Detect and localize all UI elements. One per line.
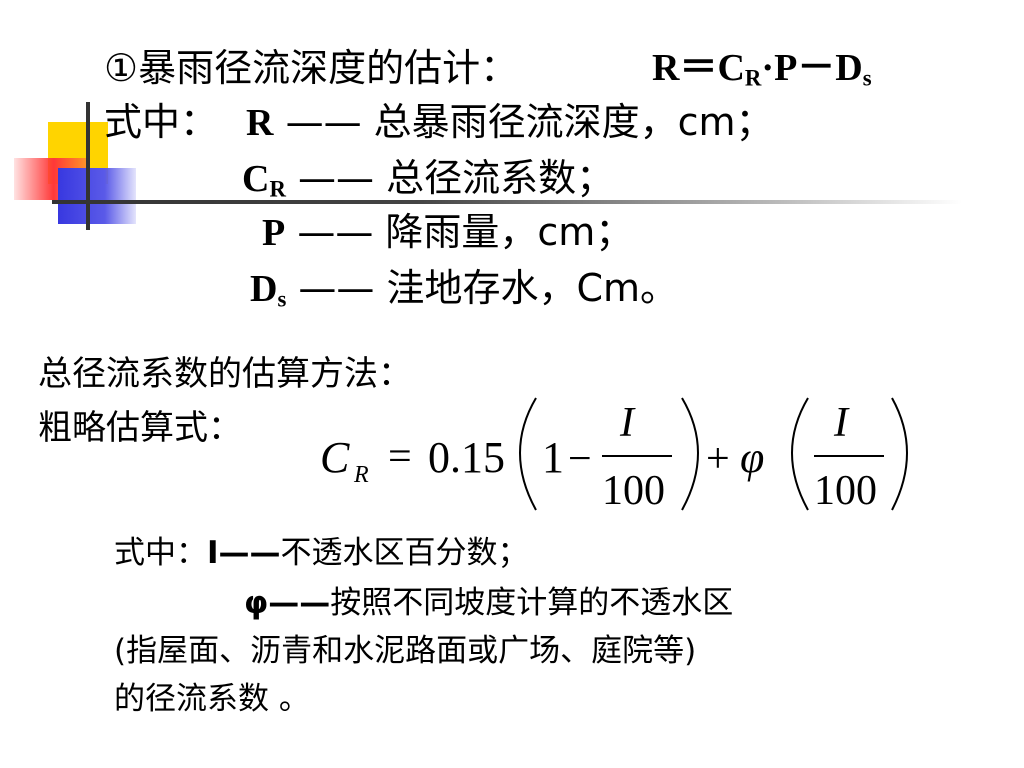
definitions-intro: 式中： bbox=[104, 100, 219, 144]
formula-equals: ＝ bbox=[679, 47, 718, 89]
definition-cr-symbol: C bbox=[242, 158, 270, 200]
runoff-formula: R＝CR·P－Ds bbox=[652, 46, 872, 90]
eq-one: 1 bbox=[542, 433, 564, 482]
definition-ds-text: —— 洼地存水，Cm。 bbox=[298, 266, 679, 310]
eq-coefficient: 0.15 bbox=[428, 433, 505, 482]
decor-horizontal-rule bbox=[52, 200, 962, 204]
definition-cr-text: —— 总径流系数； bbox=[298, 156, 615, 200]
eq-denominator-2: 100 bbox=[814, 468, 877, 514]
formula-r: R bbox=[652, 47, 680, 89]
runoff-heading-label: ①暴雨径流深度的估计： bbox=[104, 46, 519, 90]
note-line-2: φ——按照不同坡度计算的不透水区 bbox=[244, 584, 733, 622]
formula-d-subscript: s bbox=[862, 65, 872, 91]
note-i-symbol: I—— bbox=[207, 535, 281, 571]
definition-p-symbol: P bbox=[262, 212, 286, 254]
eq-equals: = bbox=[388, 434, 412, 480]
eq-phi: φ bbox=[740, 433, 764, 482]
formula-c-subscript: R bbox=[744, 65, 762, 91]
eq-c-subscript: R bbox=[353, 462, 369, 488]
decor-blue-square bbox=[58, 168, 136, 224]
note-phi-symbol: φ—— bbox=[244, 585, 331, 621]
definition-ds: Ds —— 洼地存水，Cm。 bbox=[250, 266, 678, 311]
note-line-1: 式中：I——不透水区百分数； bbox=[114, 534, 529, 572]
runoff-heading: ①暴雨径流深度的估计： bbox=[104, 46, 518, 90]
runoff-coefficient-equation: C R = 0.15 1 − I 100 + φ I 100 bbox=[320, 397, 908, 514]
definition-ds-subscript: s bbox=[277, 286, 287, 312]
definition-ds-symbol: D bbox=[250, 268, 278, 310]
note-line-3: (指屋面、沥青和水泥路面或广场、庭院等) bbox=[114, 633, 697, 669]
eq-c: C bbox=[320, 433, 350, 482]
definition-p-text: —— 降雨量，cm； bbox=[297, 210, 634, 254]
decor-vertical-line bbox=[86, 102, 90, 230]
eq-paren-open-2 bbox=[791, 397, 809, 511]
method-subtitle: 粗略估算式： bbox=[38, 408, 242, 448]
eq-denominator-1: 100 bbox=[602, 468, 665, 514]
definition-r: 式中： R —— 总暴雨径流深度，cm； bbox=[104, 100, 774, 145]
eq-paren-open-1 bbox=[519, 397, 537, 511]
method-title: 总径流系数的估算方法： bbox=[38, 354, 412, 394]
eq-minus: − bbox=[568, 436, 592, 482]
note-prefix: 式中： bbox=[114, 535, 207, 571]
note-line-4: 的径流系数 。 bbox=[114, 681, 310, 717]
eq-paren-close-2 bbox=[891, 397, 908, 511]
eq-plus: + bbox=[706, 436, 730, 482]
note-phi-text: 按照不同坡度计算的不透水区 bbox=[330, 585, 734, 621]
note-i-text: 不透水区百分数； bbox=[280, 535, 529, 571]
definition-cr-subscript: R bbox=[269, 176, 286, 202]
definition-r-symbol: R bbox=[246, 102, 274, 144]
definition-p: P —— 降雨量，cm； bbox=[262, 210, 633, 255]
eq-numerator-2: I bbox=[833, 400, 850, 446]
formula-c: C bbox=[717, 47, 745, 89]
eq-paren-close-1 bbox=[681, 397, 699, 511]
definition-cr: CR —— 总径流系数； bbox=[242, 156, 614, 201]
formula-rest: ·P－D bbox=[761, 47, 863, 89]
eq-numerator-1: I bbox=[619, 400, 636, 446]
definition-r-text: —— 总暴雨径流深度，cm； bbox=[285, 100, 774, 144]
